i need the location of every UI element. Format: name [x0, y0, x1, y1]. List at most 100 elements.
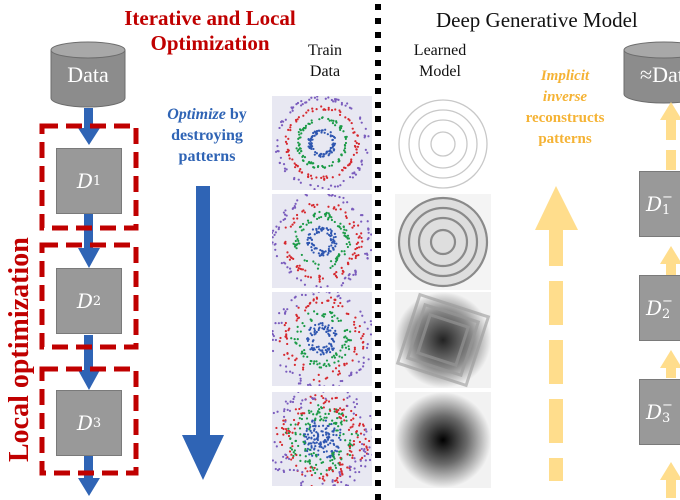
scatter-point: [354, 413, 358, 417]
scatter-point: [369, 249, 372, 252]
scatter-point: [333, 272, 336, 275]
scatter-point: [293, 449, 296, 452]
scatter-point: [327, 96, 330, 99]
left-title-line1: Iterative and Local: [124, 6, 296, 30]
scatter-point: [337, 319, 340, 323]
scatter-point: [304, 124, 308, 127]
scatter-point: [332, 429, 335, 432]
scatter-point: [341, 473, 344, 476]
scatter-point: [349, 439, 352, 442]
scatter-point: [344, 346, 348, 349]
approx-data-label: ≈Data: [640, 62, 680, 87]
scatter-point: [348, 106, 352, 109]
scatter-point: [274, 150, 278, 153]
scatter-point: [303, 259, 306, 262]
optimize-by: by: [225, 106, 247, 123]
scatter-point: [297, 316, 301, 319]
scatter-point: [335, 450, 339, 453]
scatter-point: [298, 133, 301, 136]
scatter-point: [327, 443, 330, 446]
learned-plot-density-rings-faint: [395, 96, 491, 192]
scatter-point: [305, 306, 308, 309]
scatter-point: [285, 214, 288, 217]
scatter-point: [360, 447, 363, 451]
scatter-point: [300, 132, 303, 135]
scatter-point: [282, 308, 285, 311]
scatter-point: [326, 285, 329, 288]
scatter-point: [334, 396, 337, 400]
local-opt-box-1: [39, 123, 139, 231]
scatter-point: [340, 423, 343, 426]
scatter-point: [345, 242, 348, 246]
scatter-point: [318, 384, 321, 386]
scatter-point: [309, 184, 312, 187]
scatter-point: [332, 236, 336, 239]
scatter-point: [299, 402, 303, 405]
scatter-point: [286, 342, 289, 346]
scatter-point: [304, 460, 307, 463]
scatter-point: [337, 160, 340, 163]
scatter-point: [342, 408, 345, 411]
scatter-point: [312, 441, 315, 444]
scatter-point: [320, 131, 323, 134]
scatter-point: [283, 213, 287, 216]
reconstruct-patterns-arrow-icon: [535, 186, 578, 481]
scatter-point: [330, 345, 333, 348]
scatter-point: [282, 211, 285, 214]
scatter-point: [309, 174, 313, 177]
scatter-point: [295, 357, 298, 360]
scatter-point: [344, 137, 347, 140]
scatter-point: [347, 345, 350, 348]
scatter-point: [350, 257, 353, 260]
scatter-point: [350, 371, 353, 374]
scatter-point: [315, 455, 318, 458]
scatter-point: [284, 427, 288, 431]
scatter-point: [343, 149, 346, 152]
scatter-point: [287, 429, 291, 433]
scatter-point: [331, 439, 335, 442]
scatter-point: [317, 263, 320, 266]
scatter-point: [349, 465, 352, 469]
density-ring: [418, 119, 468, 169]
scatter-point: [291, 371, 294, 374]
scatter-point: [325, 399, 328, 402]
scatter-point: [313, 327, 316, 330]
scatter-point: [324, 427, 327, 431]
scatter-point: [353, 320, 356, 324]
scatter-point: [286, 266, 289, 269]
scatter-point: [353, 323, 356, 326]
scatter-point: [332, 331, 335, 335]
scatter-point: [317, 373, 320, 376]
scatter-point: [310, 96, 313, 99]
scatter-point: [310, 119, 313, 122]
scatter-point: [358, 424, 361, 427]
scatter-point: [293, 245, 297, 248]
scatter-point: [280, 262, 283, 265]
learned-plot-density-blocky: [395, 292, 491, 388]
scatter-point: [304, 293, 307, 297]
scatter-point: [351, 207, 354, 210]
scatter-point: [328, 249, 331, 253]
scatter-point: [313, 330, 316, 334]
scatter-point: [297, 306, 300, 309]
scatter-point: [323, 166, 327, 169]
scatter-point: [314, 417, 317, 420]
scatter-point: [369, 320, 372, 323]
scatter-point: [364, 252, 367, 255]
scatter-point: [339, 431, 342, 434]
scatter-point: [301, 103, 304, 106]
scatter-point: [355, 430, 358, 434]
scatter-point: [345, 135, 348, 138]
scatter-point: [322, 419, 325, 422]
scatter-point: [315, 176, 318, 179]
scatter-point: [353, 346, 356, 349]
scatter-point: [308, 462, 312, 465]
scatter-point: [310, 346, 313, 349]
density-ring: [408, 109, 478, 179]
scatter-point: [298, 169, 301, 173]
scatter-point: [302, 440, 305, 444]
data-cylinder-icon: [50, 41, 126, 108]
pipeline-shaft-1: [84, 108, 93, 134]
scatter-point: [339, 407, 342, 410]
left-title-line2: Optimization: [150, 31, 270, 55]
